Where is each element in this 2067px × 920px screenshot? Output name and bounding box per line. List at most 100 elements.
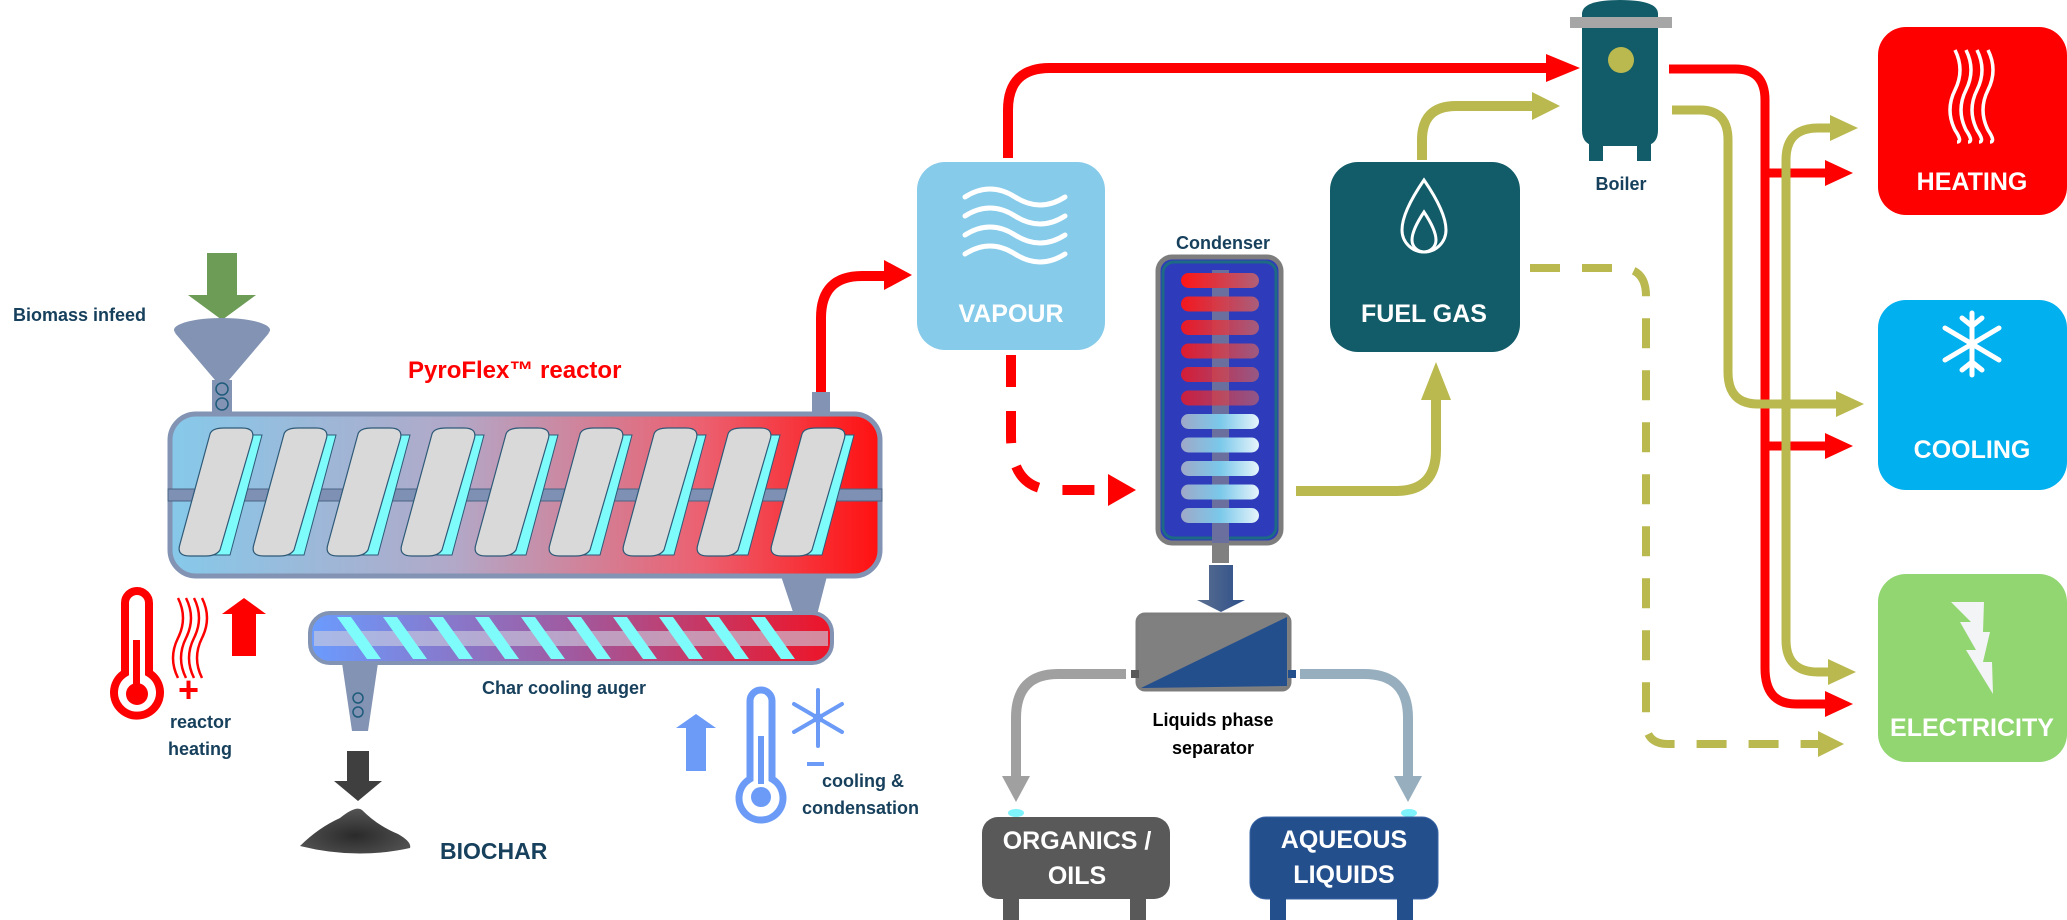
aqueous-label-line2: LIQUIDS: [1293, 861, 1394, 889]
lightning-bolt-icon: [1951, 602, 1993, 694]
reactor-heating-indicator: + reactor heating: [110, 587, 266, 759]
fuelgas-to-boiler-arrowhead: [1532, 92, 1560, 120]
screw-flight: [548, 427, 624, 557]
reactor-char-chute: [781, 576, 827, 615]
condenser-tubes: [1181, 273, 1259, 523]
thermometer-cold-icon: [735, 686, 787, 824]
auger-flight: [705, 617, 749, 659]
snowflake-icon: [1942, 310, 2002, 378]
vapour-node: VAPOUR: [917, 162, 1105, 350]
screw-flight: [696, 427, 772, 557]
hopper-funnel: [175, 333, 269, 380]
condenser-tube: [1181, 296, 1259, 312]
biomass-infeed: Biomass infeed: [13, 253, 270, 413]
vapour-to-boiler-arrowhead: [1546, 54, 1580, 82]
boiler-label: Boiler: [1595, 174, 1646, 194]
fuel-gas-box: [1330, 162, 1520, 352]
reactor-heating-label-line1: reactor: [170, 712, 231, 732]
cooling-output: COOLING: [1878, 300, 2067, 490]
auger-flight: [521, 617, 565, 659]
biochar-label: BIOCHAR: [440, 838, 548, 864]
red-arrowhead-electricity: [1825, 691, 1853, 717]
aqueous-liquids-tank: AQUEOUS LIQUIDS: [1249, 809, 1439, 920]
auger-flights: [337, 617, 795, 659]
auger-flight: [751, 617, 795, 659]
condenser-tube: [1181, 390, 1259, 406]
screw-flight: [178, 427, 254, 557]
condenser-to-separator-arrow: [1197, 565, 1245, 612]
separator-to-aqueous-flow: [1300, 669, 1413, 780]
rotary-valve-icon: [215, 382, 229, 411]
reactor-label: PyroFlex™ reactor: [408, 357, 621, 384]
separator-to-aqueous-arrowhead: [1394, 776, 1422, 802]
condenser-tube: [1181, 437, 1259, 453]
condenser-tube: [1181, 508, 1259, 523]
fuel-gas-node: FUEL GAS: [1330, 162, 1520, 352]
auger-flight: [429, 617, 473, 659]
auger-flight: [567, 617, 611, 659]
separator-to-organics-flow: [1011, 669, 1126, 780]
biomass-infeed-arrow-icon: [188, 253, 256, 320]
screw-flight: [252, 427, 328, 557]
separator-right-port: [1288, 670, 1296, 678]
cooling-condensation-label-line1: cooling &: [822, 771, 904, 791]
aqueous-tank-body: [1249, 816, 1439, 900]
screw-flight: [474, 427, 550, 557]
organics-label-line2: OILS: [1048, 862, 1106, 890]
aqueous-tank-leg-right: [1397, 898, 1413, 920]
olive-arrowhead-cooling: [1836, 391, 1864, 417]
condenser-tube: [1181, 343, 1259, 359]
condenser-tube: [1181, 320, 1259, 335]
char-cooling-auger-label: Char cooling auger: [482, 678, 646, 698]
flame-icon: [1400, 177, 1448, 254]
heating-label: HEATING: [1917, 168, 2028, 196]
separator-to-organics-arrowhead: [1002, 776, 1030, 802]
red-arrowhead-heating: [1825, 160, 1853, 186]
separator-aqueous-phase: [1141, 617, 1287, 688]
reactor: PyroFlex™ reactor: [167, 357, 883, 579]
cooling-minus-sign: [807, 762, 824, 766]
vapour-to-boiler-flow: [1003, 63, 1552, 158]
auger-flight: [475, 617, 519, 659]
heat-waves-icon: [1948, 49, 1995, 144]
reactor-vapour-outlet: [812, 392, 830, 414]
auger-shaft: [314, 631, 828, 646]
organics-label-line1: ORGANICS /: [1003, 827, 1152, 855]
cooling-condensation-label-line2: condensation: [802, 798, 919, 818]
olive-to-heating-and-electricity-flow: [1781, 123, 1838, 677]
screw-flight: [622, 427, 698, 557]
screw-flight: [400, 427, 476, 557]
cooling-label: COOLING: [1914, 436, 2031, 464]
temperature-up-arrow-icon: [222, 598, 266, 656]
condenser-to-fuelgas-flow: [1296, 396, 1441, 496]
heating-output: HEATING: [1878, 27, 2067, 215]
organics-tank-body: [982, 817, 1170, 899]
discharge-valve-icon: [352, 692, 364, 718]
hopper-rim: [174, 318, 270, 342]
boiler-band: [1570, 17, 1672, 28]
reactor-to-vapour-arrowhead: [884, 260, 912, 290]
fuelgas-to-boiler-flow: [1417, 101, 1536, 160]
organics-tank-leg-left: [1003, 898, 1019, 920]
olive-arrowhead-electricity: [1828, 659, 1856, 685]
boiler-red-trunk-flow: [1669, 64, 1828, 709]
electricity-output: ELECTRICITY: [1878, 574, 2067, 762]
aqueous-tank-leg-left: [1270, 898, 1286, 920]
olive-arrowhead-heating: [1830, 115, 1858, 141]
condenser-tube: [1181, 461, 1259, 476]
condenser-tube: [1181, 273, 1259, 288]
cooling-condensation-indicator: cooling & condensation: [676, 686, 919, 824]
condenser-label: Condenser: [1176, 233, 1270, 253]
cooling-up-arrow-icon: [676, 714, 716, 771]
biochar-pile: [300, 808, 411, 854]
fuelgas-to-electricity-dashed-flow: [1530, 264, 1818, 748]
condenser: Condenser: [1155, 233, 1284, 560]
separator-left-port: [1131, 670, 1139, 678]
hopper-feed-tube: [212, 380, 232, 413]
condenser-tube: [1181, 484, 1259, 500]
condenser-tube: [1181, 414, 1259, 429]
separator-label-line1: Liquids phase: [1152, 710, 1273, 730]
aqueous-label-line1: AQUEOUS: [1281, 826, 1407, 854]
auger-flight: [383, 617, 427, 659]
